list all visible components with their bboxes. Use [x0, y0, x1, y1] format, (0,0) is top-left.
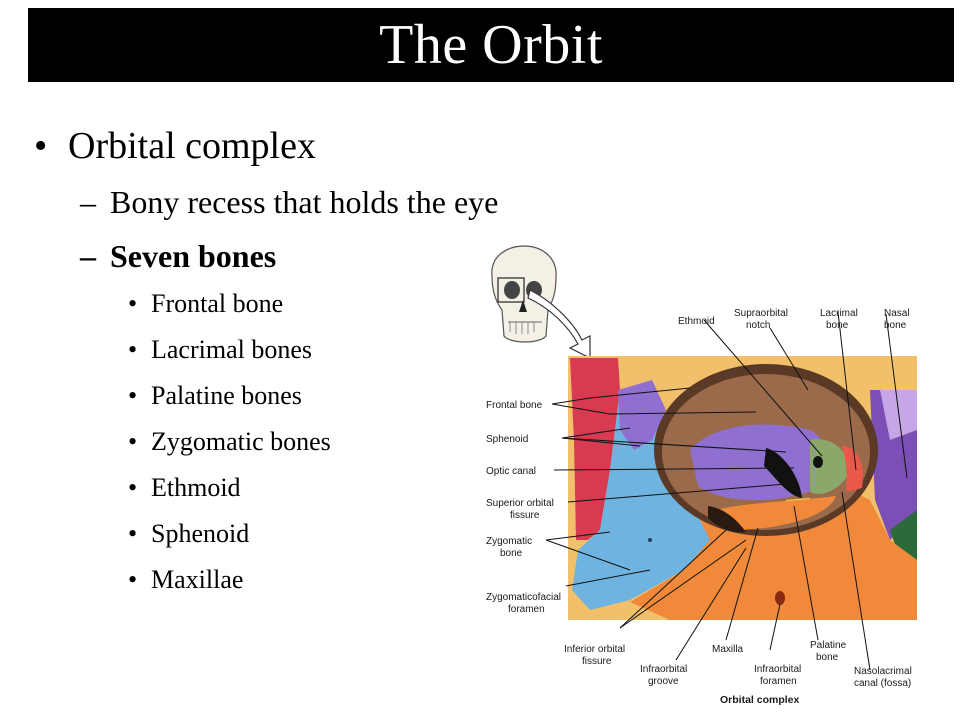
bullet-dot-icon: • — [128, 381, 138, 410]
sphenoid-left-region — [618, 380, 666, 450]
label-nasolacrimal-line2: canal (fossa) — [854, 678, 911, 689]
label-supraorbital-notch-line2: notch — [746, 320, 770, 331]
bullet-dot-icon: • — [128, 427, 138, 456]
bullet-dot-icon: • — [128, 519, 138, 548]
dash-icon: – — [80, 238, 96, 274]
bullet-text: Orbital complex — [68, 125, 316, 167]
bullet-dot-icon: • — [34, 125, 48, 167]
bone-item-text: Ethmoid — [151, 473, 241, 502]
label-infraorbital-groove-line2: groove — [648, 676, 679, 687]
label-palatine-bone-line2: bone — [816, 652, 839, 663]
label-zygomaticofacial-line1: Zygomaticofacial — [486, 592, 561, 603]
bullet-dot-icon: • — [128, 565, 138, 594]
bone-item-text: Maxillae — [151, 565, 244, 594]
label-ethmoid: Ethmoid — [678, 316, 715, 327]
bone-item-text: Sphenoid — [151, 519, 250, 548]
frontal-process-region — [570, 358, 620, 540]
skull-icon — [491, 245, 557, 343]
figure-caption: Orbital complex — [720, 694, 800, 706]
label-nasal-bone-line1: Nasal — [884, 308, 910, 319]
dash-icon: – — [80, 184, 96, 220]
orbit-diagram: Ethmoid Supraorbital notch Lacrimal bone… — [486, 245, 917, 706]
ethmoid-region — [810, 439, 850, 494]
lacrimal-region — [842, 446, 864, 492]
label-maxilla: Maxilla — [712, 644, 744, 655]
bone-item-text: Palatine bones — [151, 381, 302, 410]
label-supraorbital-notch-line1: Supraorbital — [734, 308, 788, 319]
label-infraorbital-foramen-line2: foramen — [760, 676, 797, 687]
label-nasal-bone-line2: bone — [884, 320, 907, 331]
bullet-dot-icon: • — [128, 473, 138, 502]
inferior-orbital-fissure — [708, 506, 746, 533]
bone-item-text: Frontal bone — [151, 289, 284, 318]
label-lacrimal-bone-line2: bone — [826, 320, 849, 331]
label-zygomatic-bone-line2: bone — [500, 548, 523, 559]
optic-canal — [813, 456, 823, 468]
sphenoid-orbital-region — [690, 424, 828, 501]
subbullet-text: Seven bones — [110, 238, 277, 274]
label-infraorbital-groove-line1: Infraorbital — [640, 664, 687, 675]
title-bar: The Orbit — [28, 8, 954, 82]
bone-item-text: Zygomatic bones — [151, 427, 331, 456]
label-zygomatic-bone-line1: Zygomatic — [486, 536, 532, 547]
zygomaticofacial-foramen — [648, 538, 652, 542]
label-zygomaticofacial-line2: foramen — [508, 604, 545, 615]
label-frontal-bone: Frontal bone — [486, 400, 543, 411]
label-palatine-bone-line1: Palatine — [810, 640, 847, 651]
label-sphenoid: Sphenoid — [486, 434, 528, 445]
label-inferior-orbital-fissure-line1: Inferior orbital — [564, 644, 625, 655]
label-infraorbital-foramen-line1: Infraorbital — [754, 664, 801, 675]
callout-arrow-icon — [527, 289, 591, 359]
orbit-floor — [710, 496, 836, 530]
bullet-dot-icon: • — [128, 289, 138, 318]
infraorbital-foramen — [775, 591, 785, 605]
superior-orbital-fissure — [764, 448, 802, 498]
bone-item-text: Lacrimal bones — [151, 335, 312, 364]
maxilla-region — [630, 490, 917, 620]
leader-lines — [545, 311, 908, 671]
label-inferior-orbital-fissure-line2: fissure — [582, 656, 612, 667]
zygomatic-region — [572, 390, 710, 610]
bullet-dot-icon: • — [128, 335, 138, 364]
slide-title: The Orbit — [379, 14, 603, 76]
figure-labels: Ethmoid Supraorbital notch Lacrimal bone… — [486, 308, 912, 706]
label-superior-orbital-fissure-line1: Superior orbital — [486, 498, 554, 509]
label-lacrimal-bone-line1: Lacrimal — [820, 308, 858, 319]
subbullet-text: Bony recess that holds the eye — [110, 184, 499, 220]
label-optic-canal: Optic canal — [486, 466, 536, 477]
label-superior-orbital-fissure-line2: fissure — [510, 510, 540, 521]
label-nasolacrimal-line1: Nasolacrimal — [854, 666, 912, 677]
